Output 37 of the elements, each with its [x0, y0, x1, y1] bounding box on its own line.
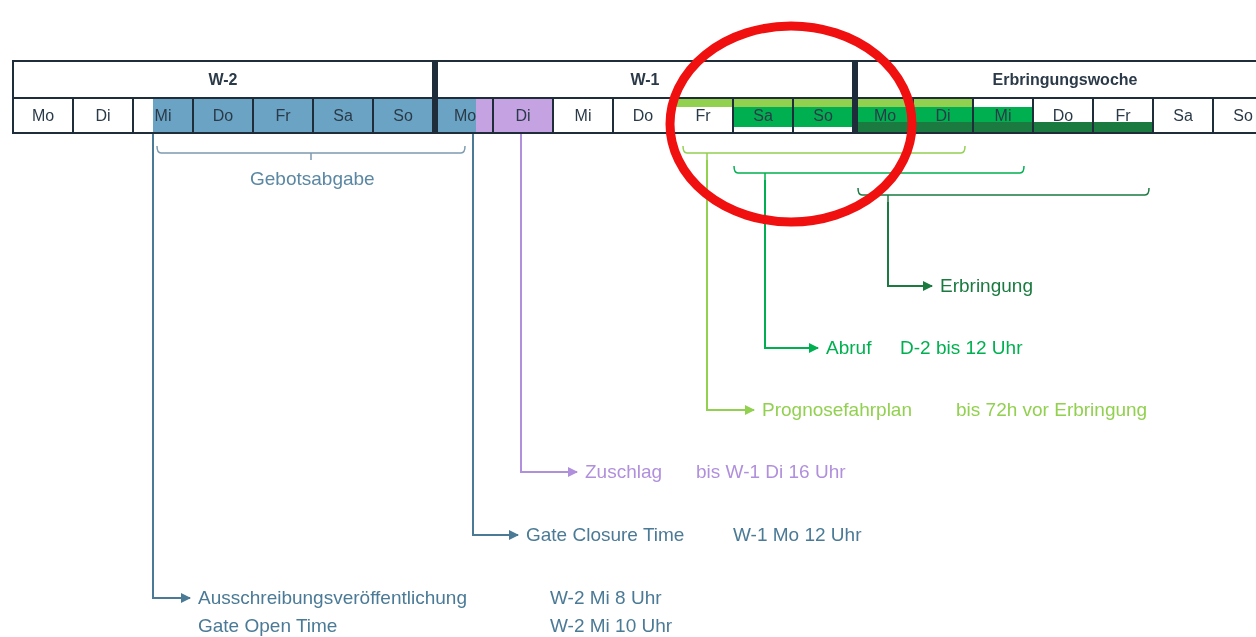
- time-label: W-2 Mi 8 Uhr: [550, 586, 662, 610]
- arrow: [472, 133, 519, 540]
- event-label: Abruf: [826, 336, 872, 360]
- week-header-cell: W-1: [432, 60, 854, 99]
- day-cell: So: [792, 97, 854, 134]
- time-label: bis W-1 Di 16 Uhr: [696, 460, 846, 484]
- arrow: [520, 133, 578, 477]
- day-cell: Fr: [252, 97, 314, 134]
- event-label: Ausschreibungsveröffentlichung: [198, 586, 467, 610]
- bracket-label: Gebotsabgabe: [250, 168, 375, 190]
- event-label: Erbringung: [940, 274, 1033, 298]
- day-cell: So: [372, 97, 434, 134]
- arrow: [764, 179, 819, 353]
- arrow: [706, 159, 755, 415]
- week-header-cell: Erbringungswoche: [852, 60, 1256, 99]
- bracket: [857, 188, 1150, 202]
- time-label: W-2 Mi 10 Uhr: [550, 614, 673, 637]
- time-label: D-2 bis 12 Uhr: [900, 336, 1023, 360]
- time-label: bis 72h vor Erbringung: [956, 398, 1148, 422]
- day-cell: Sa: [312, 97, 374, 134]
- day-cell: Mi: [132, 97, 194, 134]
- day-cell: Do: [192, 97, 254, 134]
- week-header-cell: W-2: [12, 60, 434, 99]
- time-label: W-1 Mo 12 Uhr: [733, 523, 862, 547]
- day-cell: Sa: [732, 97, 794, 134]
- day-cell: Di: [492, 97, 554, 134]
- arrow: [152, 133, 191, 603]
- day-cell: Mo: [12, 97, 74, 134]
- event-label: Prognosefahrplan: [762, 398, 912, 422]
- event-label: Zuschlag: [585, 460, 663, 484]
- day-cell: Mo: [432, 97, 494, 134]
- day-cell: Di: [912, 97, 974, 134]
- event-label: Gate Open Time: [198, 614, 338, 637]
- event-label: Gate Closure Time: [526, 523, 685, 547]
- arrow: [887, 201, 933, 291]
- bracket: [733, 166, 1025, 180]
- bracket: [682, 146, 966, 160]
